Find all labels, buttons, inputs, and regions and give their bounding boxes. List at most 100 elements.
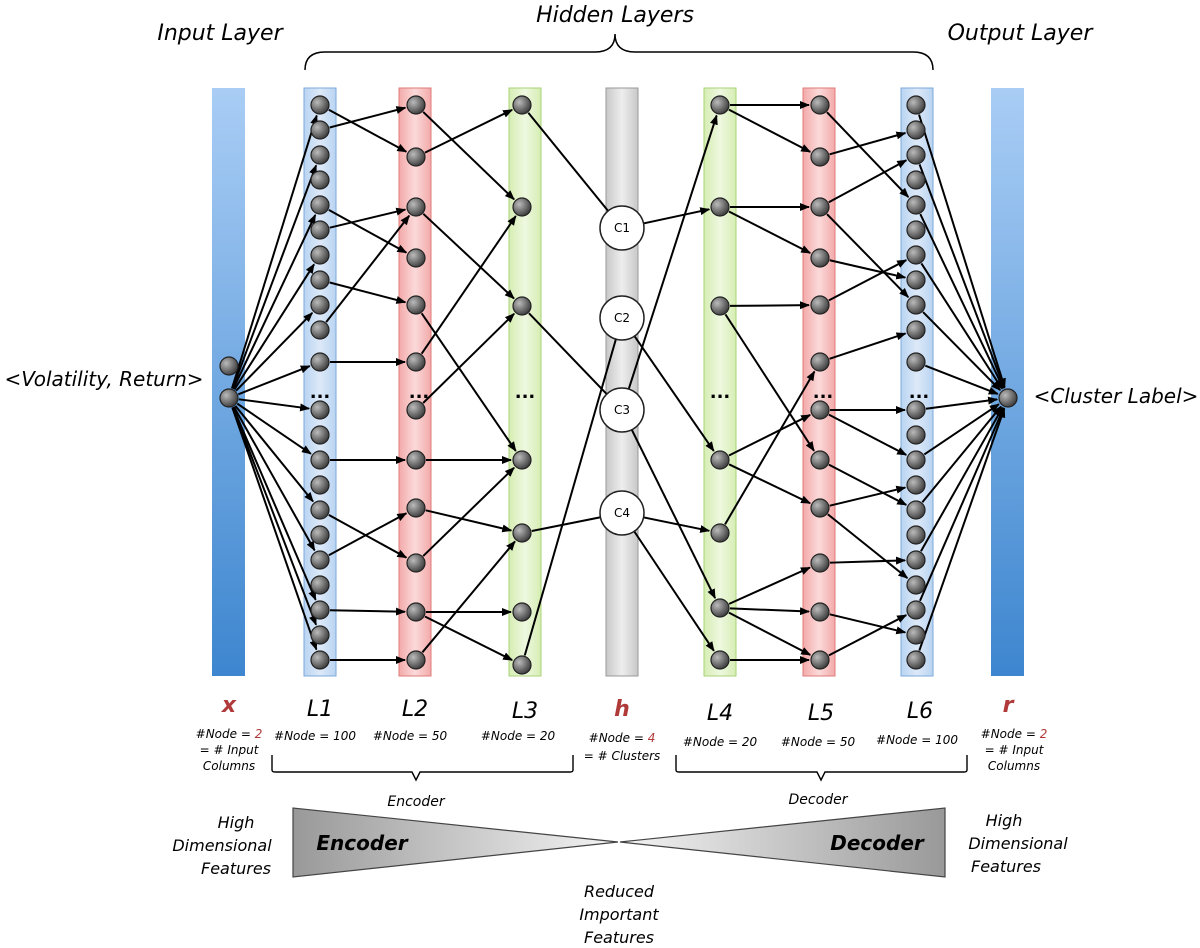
layer-l1-node bbox=[310, 270, 330, 290]
cluster-node bbox=[599, 490, 645, 536]
connection-arrow bbox=[918, 114, 1006, 389]
layer-name-l3: L3 bbox=[512, 699, 538, 724]
connections bbox=[231, 101, 1006, 664]
layer-l1-node bbox=[310, 500, 330, 520]
connection-arrow bbox=[626, 520, 715, 652]
left-text-1: High bbox=[218, 813, 255, 832]
layer-name-l6: L6 bbox=[907, 699, 933, 724]
note-h: #Node = 4 bbox=[589, 731, 656, 745]
connection-arrow bbox=[235, 312, 314, 392]
connection-arrow bbox=[422, 213, 515, 300]
connection-arrow bbox=[234, 405, 314, 503]
note-l3: #Node = 20 bbox=[481, 729, 556, 743]
layer-l4-node bbox=[710, 523, 730, 543]
decoder-group-label: Decoder bbox=[789, 792, 849, 808]
ellipsis-l1: ... bbox=[310, 382, 331, 403]
input-text: <Volatility, Return> bbox=[4, 367, 203, 391]
layer-name-h: h bbox=[614, 697, 630, 722]
layer-l1-node bbox=[310, 600, 330, 620]
connection-arrow bbox=[921, 405, 1002, 503]
layer-l6-node bbox=[906, 525, 926, 545]
layer-l6-node bbox=[906, 195, 926, 215]
ellipsis-l2: ... bbox=[409, 382, 430, 403]
connection-arrow bbox=[829, 259, 907, 280]
connection-arrow bbox=[919, 407, 1005, 602]
connection-arrow bbox=[828, 259, 908, 302]
output-layer-heading: Output Layer bbox=[948, 21, 1095, 46]
connection-arrow bbox=[420, 215, 517, 355]
note-x: #Node = 2 bbox=[196, 727, 263, 741]
decoder-wedge-label: Decoder bbox=[830, 831, 925, 855]
layer-name-x: x bbox=[221, 693, 237, 718]
layer-l3-node bbox=[512, 296, 532, 316]
connection-arrow bbox=[728, 463, 811, 505]
connection-arrow bbox=[233, 263, 315, 391]
layer-l3-node bbox=[512, 523, 532, 543]
connection-arrow bbox=[422, 111, 515, 201]
layer-name-l1: L1 bbox=[307, 697, 333, 722]
layer-l1-node bbox=[310, 95, 330, 115]
layer-l1-node bbox=[310, 475, 330, 495]
layer-l4-node bbox=[710, 95, 730, 115]
output-bar bbox=[991, 88, 1024, 676]
layer-l6-node bbox=[906, 500, 926, 520]
layer-l6-node bbox=[906, 170, 926, 190]
layer-l2-node bbox=[406, 602, 426, 622]
layer-l2-node bbox=[406, 95, 426, 115]
note-r-value: 2 bbox=[1040, 727, 1048, 741]
note-r: #Node = 2 bbox=[981, 727, 1048, 741]
layer-l2-node bbox=[406, 352, 426, 372]
connection-arrow bbox=[232, 214, 317, 390]
layer-h-bar bbox=[605, 87, 639, 677]
layer-l6-node bbox=[906, 120, 926, 140]
connection-arrow bbox=[828, 614, 908, 657]
encoder-group-label: Encoder bbox=[387, 794, 445, 810]
connection-arrow bbox=[827, 513, 909, 579]
connection-arrow bbox=[624, 114, 718, 401]
connection-arrow bbox=[424, 108, 514, 154]
connection-arrow bbox=[626, 325, 715, 452]
layer-l1-node bbox=[310, 195, 330, 215]
layer-name-l2: L2 bbox=[402, 697, 428, 722]
hidden-layers-brace bbox=[304, 33, 934, 71]
output-text: <Cluster Label> bbox=[1034, 384, 1199, 408]
layer-l6-node bbox=[906, 352, 926, 372]
layer-l2-bar bbox=[398, 87, 432, 677]
layer-l3-node bbox=[512, 602, 532, 622]
connection-arrow bbox=[829, 556, 907, 565]
connection-arrow bbox=[528, 312, 616, 403]
encoder-wedge bbox=[292, 807, 619, 878]
layer-l1-node bbox=[310, 550, 330, 570]
connection-arrow bbox=[328, 512, 408, 557]
layer-l1-node bbox=[310, 320, 330, 340]
layer-l1-node bbox=[310, 525, 330, 545]
connection-arrow bbox=[523, 327, 621, 656]
layer-l1-node bbox=[310, 245, 330, 265]
connection-arrow bbox=[925, 396, 999, 410]
layer-l2-node bbox=[406, 400, 426, 420]
layer-l5-node bbox=[810, 197, 830, 217]
layer-l6-node bbox=[906, 320, 926, 340]
layer-l1-node bbox=[310, 145, 330, 165]
ellipsis-l5: ... bbox=[813, 382, 834, 403]
center-text-1: Reduced bbox=[584, 882, 655, 901]
connection-arrow bbox=[826, 111, 910, 198]
layer-l6-node bbox=[906, 575, 926, 595]
layer-l3-bar bbox=[508, 87, 542, 677]
layer-l1-node bbox=[310, 170, 330, 190]
connection-arrow bbox=[728, 210, 812, 254]
layer-l1-node bbox=[310, 352, 330, 372]
note-l1: #Node = 100 bbox=[274, 729, 356, 743]
layer-l6-node bbox=[906, 550, 926, 570]
input-node bbox=[219, 388, 239, 408]
connection-arrow bbox=[631, 514, 711, 533]
connection-arrow bbox=[527, 112, 616, 221]
note-x-line3: Columns bbox=[203, 759, 255, 773]
layer-l3-node bbox=[512, 197, 532, 217]
connection-arrow bbox=[237, 365, 311, 396]
cluster-node bbox=[599, 295, 645, 341]
layer-l5-node bbox=[810, 498, 830, 518]
layer-l6-node bbox=[906, 450, 926, 470]
ellipsis-l3: ... bbox=[515, 382, 536, 403]
